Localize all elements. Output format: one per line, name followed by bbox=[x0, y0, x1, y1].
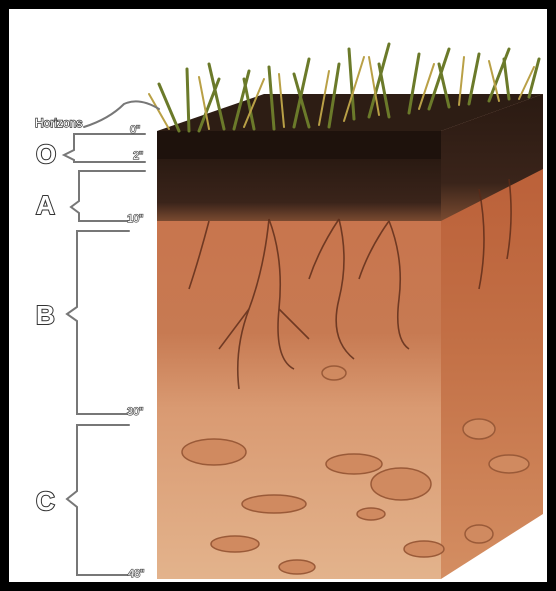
horizon-brackets bbox=[64, 101, 159, 575]
horizon-b-label: B bbox=[36, 302, 55, 328]
horizons-title: Horizons bbox=[35, 117, 82, 129]
depth-label-2: 2" bbox=[133, 151, 143, 162]
depth-label-10: 10" bbox=[127, 214, 143, 225]
horizon-c-label: C bbox=[36, 488, 55, 514]
o-horizon-layer bbox=[157, 131, 441, 161]
horizon-o-label: O bbox=[36, 141, 56, 167]
depth-label-30: 30" bbox=[127, 407, 143, 418]
horizon-a-label: A bbox=[36, 192, 55, 218]
depth-label-0: 0" bbox=[130, 125, 140, 136]
soil-block-illustration bbox=[9, 9, 556, 591]
depth-label-48: 48" bbox=[128, 569, 144, 580]
a-horizon-layer bbox=[157, 159, 441, 221]
